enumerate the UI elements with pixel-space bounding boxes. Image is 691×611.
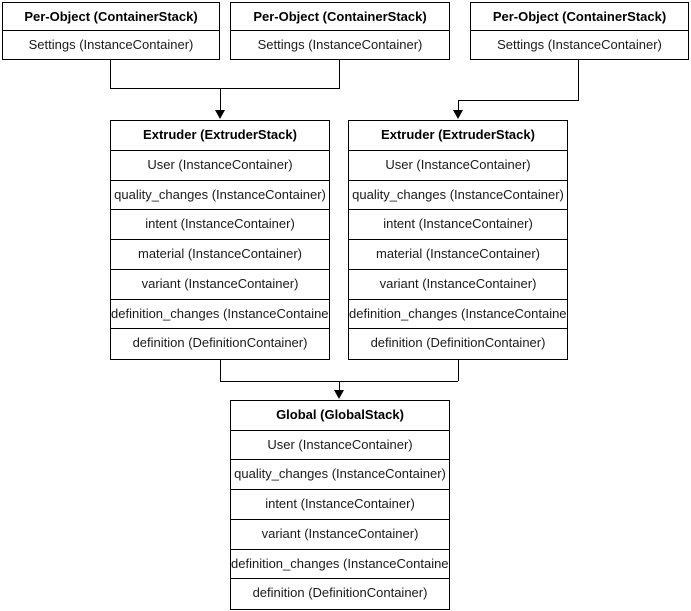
node-row-definition: definition (DefinitionContainer) [252, 585, 428, 601]
node-row-variant: variant (InstanceContainer) [111, 270, 329, 300]
node-row-user: User (InstanceContainer) [231, 431, 449, 461]
node-row-user: User (InstanceContainer) [111, 151, 329, 181]
node-row-definition-changes: definition_changes (InstanceContainer) [111, 300, 329, 330]
edge-per-object-2-stub [339, 60, 340, 88]
node-row-variant: variant (InstanceContainer) [231, 520, 449, 550]
node-row-quality-changes: quality_changes (InstanceContainer) [349, 181, 567, 211]
node-title: Per-Object (ContainerStack) [471, 3, 688, 32]
node-global-stack[interactable]: Global (GlobalStack) User (InstanceConta… [230, 400, 450, 610]
node-per-object-2[interactable]: Per-Object (ContainerStack) Settings (In… [230, 2, 450, 60]
node-row-settings: Settings (InstanceContainer) [497, 37, 662, 53]
node-extruder-2[interactable]: Extruder (ExtruderStack) User (InstanceC… [348, 120, 568, 360]
node-row-quality-changes: quality_changes (InstanceContainer) [231, 460, 449, 491]
edge-merge-bar-extruder-2 [458, 100, 579, 101]
node-row-quality-changes: quality_changes (InstanceContainer) [111, 181, 329, 211]
node-per-object-1[interactable]: Per-Object (ContainerStack) Settings (In… [2, 2, 220, 60]
node-row-user: User (InstanceContainer) [349, 151, 567, 181]
arrowhead-global [334, 390, 344, 399]
edge-merge-bar-extruder-1 [110, 88, 340, 89]
node-row-intent: intent (InstanceContainer) [349, 210, 567, 240]
node-extruder-1[interactable]: Extruder (ExtruderStack) User (InstanceC… [110, 120, 330, 360]
node-title: Global (GlobalStack) [231, 401, 449, 431]
node-row-intent: intent (InstanceContainer) [231, 490, 449, 520]
node-row-definition: definition (DefinitionContainer) [370, 335, 546, 351]
node-row-intent: intent (InstanceContainer) [111, 210, 329, 240]
node-per-object-3[interactable]: Per-Object (ContainerStack) Settings (In… [470, 2, 689, 60]
node-title: Extruder (ExtruderStack) [349, 121, 567, 151]
node-row-definition-changes: definition_changes (InstanceContainer) [349, 300, 567, 330]
arrowhead-extruder-1 [215, 110, 225, 119]
edge-drop-extruder-2 [458, 100, 459, 113]
node-row-variant: variant (InstanceContainer) [349, 270, 567, 300]
node-title: Per-Object (ContainerStack) [231, 3, 449, 32]
edge-drop-global [339, 381, 340, 393]
edge-drop-extruder-1 [220, 88, 221, 113]
node-row-definition-changes: definition_changes (InstanceContainer) [231, 550, 449, 580]
edge-per-object-1-stub [110, 60, 111, 88]
arrowhead-extruder-2 [453, 110, 463, 119]
node-title: Per-Object (ContainerStack) [3, 3, 219, 32]
node-row-settings: Settings (InstanceContainer) [257, 37, 423, 53]
node-row-definition: definition (DefinitionContainer) [132, 335, 308, 351]
node-row-material: material (InstanceContainer) [349, 240, 567, 270]
node-row-material: material (InstanceContainer) [111, 240, 329, 270]
edge-extruder-2-stub [458, 360, 459, 381]
edge-extruder-1-stub [220, 360, 221, 381]
edge-per-object-3-stub [578, 60, 579, 100]
node-row-settings: Settings (InstanceContainer) [28, 37, 194, 53]
node-title: Extruder (ExtruderStack) [111, 121, 329, 151]
